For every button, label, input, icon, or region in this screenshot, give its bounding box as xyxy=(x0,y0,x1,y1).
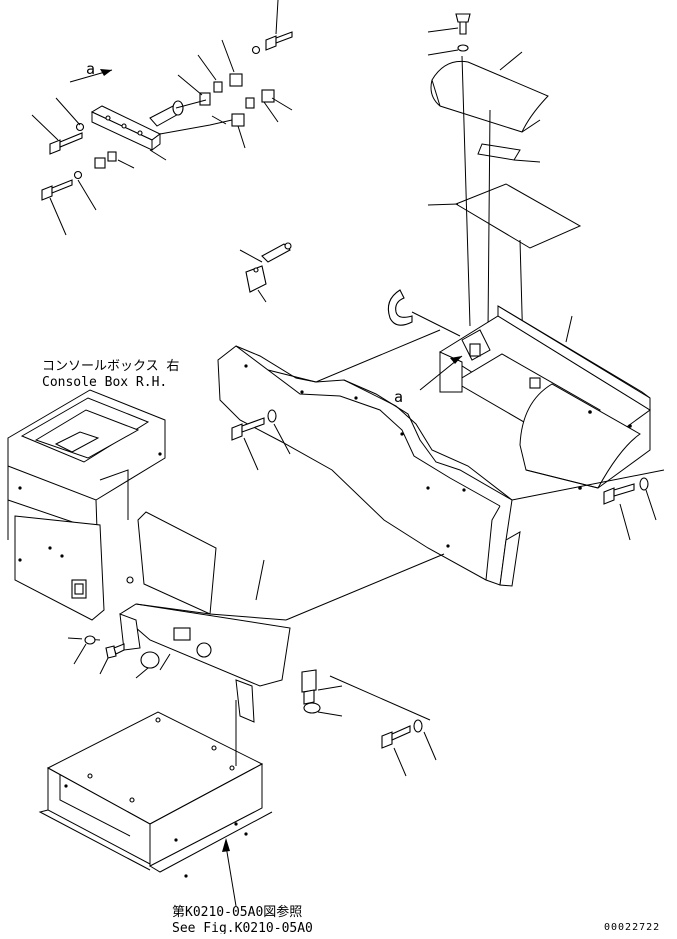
lower-cover-plate xyxy=(67,511,445,777)
bottom-controller-box xyxy=(38,700,273,907)
right-storage-tray: a xyxy=(387,289,657,541)
console-label-en: Console Box R.H. xyxy=(42,375,167,390)
drawing-number: 00022722 xyxy=(604,922,660,933)
clip-and-bolt xyxy=(239,242,292,303)
reference-text-jp: 第K0210-05A0図参照 xyxy=(172,904,302,920)
view-label-a-mid: a xyxy=(394,388,403,406)
bracket-assembly-top-left: a xyxy=(31,0,293,236)
reference-text-en: See Fig.K0210-05A0 xyxy=(172,921,313,934)
console-box-rh xyxy=(7,389,166,621)
cover-assembly-top-right xyxy=(427,13,582,387)
view-label-a-top: a xyxy=(86,60,95,78)
center-frame-beam xyxy=(217,329,665,587)
console-box-label: コンソールボックス 右 Console Box R.H. xyxy=(42,359,179,390)
console-label-jp: コンソールボックス 右 xyxy=(42,359,179,374)
